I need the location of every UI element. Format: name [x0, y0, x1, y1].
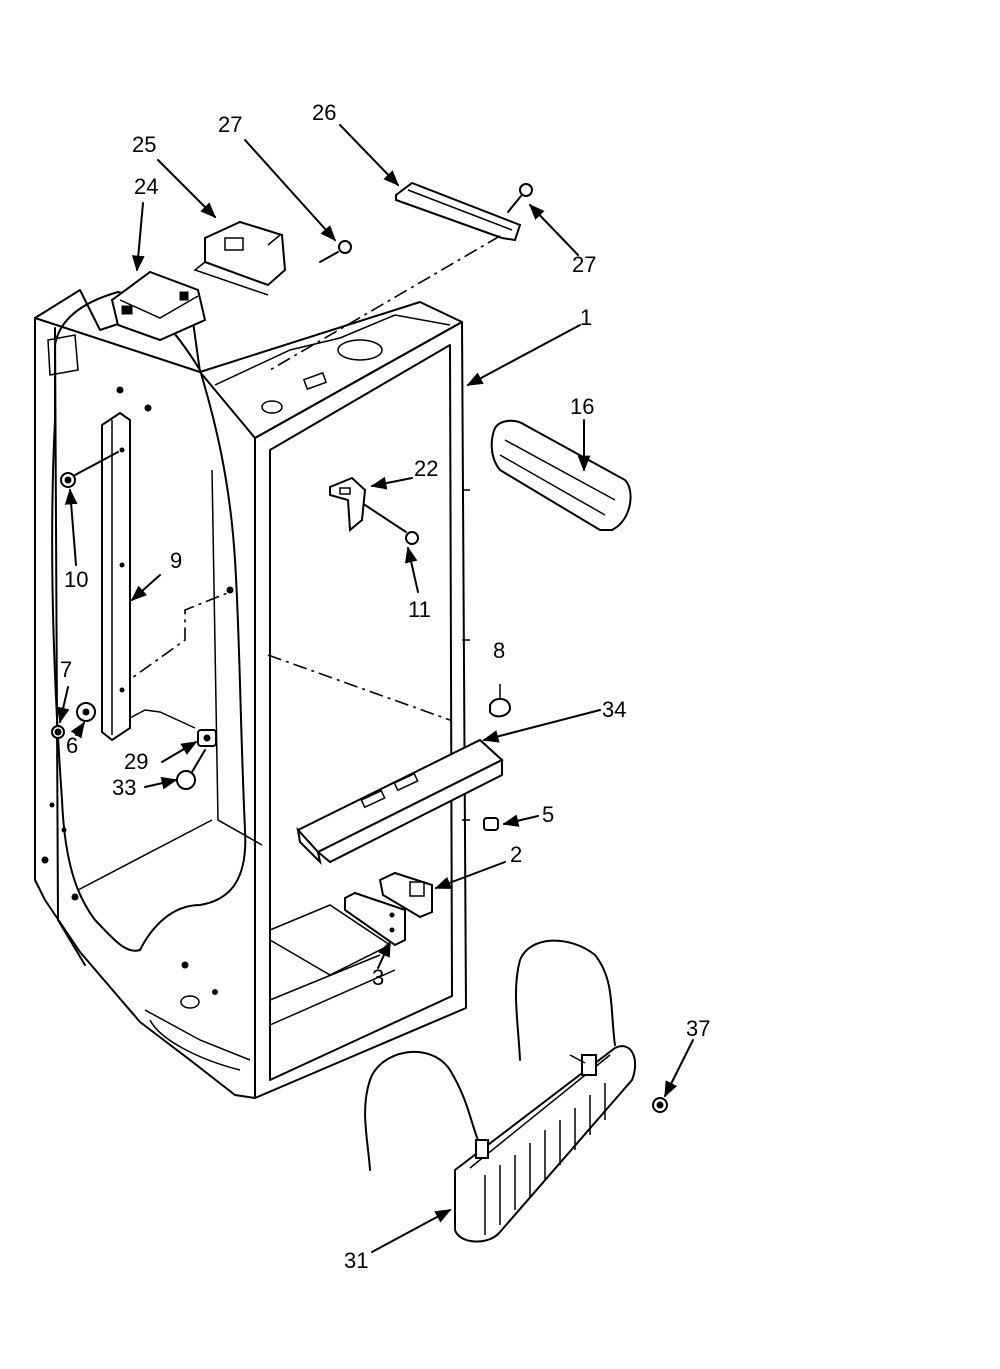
- callout-2: 2: [510, 842, 522, 867]
- callout-11: 11: [408, 597, 431, 622]
- screw-part-7: [51, 725, 65, 739]
- cover-part-34: [296, 738, 504, 866]
- callout-37: 37: [686, 1016, 710, 1041]
- callout-16: 16: [570, 394, 594, 419]
- callout-10: 10: [64, 567, 88, 592]
- bracket-part-22: [329, 476, 367, 533]
- callout-labels: 24 25 27 26 27 1 16 22 11 10 9 8 34 7 6 …: [60, 100, 710, 1273]
- callout-27-right: 27: [572, 252, 596, 277]
- callout-1: 1: [580, 305, 592, 330]
- control-housing-part-24: [110, 270, 207, 342]
- callout-27-top: 27: [218, 112, 242, 137]
- screw-part-11: [364, 504, 419, 545]
- callout-9: 9: [170, 548, 182, 573]
- callout-33: 33: [112, 775, 136, 800]
- screw-part-27-left: [319, 240, 352, 263]
- callout-7: 7: [60, 657, 72, 682]
- callout-31: 31: [344, 1248, 368, 1273]
- callout-8: 8: [493, 638, 505, 663]
- clip-part-8: [489, 684, 512, 718]
- callout-3: 3: [372, 965, 384, 990]
- bulb-part-33: [176, 749, 206, 790]
- rail-part-26: [269, 181, 522, 371]
- cabinet-liner: [34, 289, 470, 1099]
- callout-6: 6: [66, 733, 78, 758]
- screw-part-37: [652, 1097, 668, 1113]
- callout-34: 34: [602, 697, 626, 722]
- grommet-part-5: [483, 817, 499, 831]
- callout-29: 29: [124, 749, 148, 774]
- callout-24: 24: [134, 174, 158, 199]
- screw-part-27-right: [507, 183, 533, 213]
- bracket-part-2: [378, 871, 433, 919]
- screw-part-10: [60, 451, 119, 488]
- fastener-part-6: [76, 702, 96, 722]
- vertical-channel-part-9: [101, 411, 131, 742]
- strap-part-3: [344, 891, 406, 947]
- bracket-part-25: [193, 220, 287, 296]
- leader-lines: [56, 124, 694, 1253]
- callout-22: 22: [414, 456, 438, 481]
- callout-25: 25: [132, 132, 156, 157]
- duct-cover-part-16: [490, 419, 632, 531]
- callout-5: 5: [542, 802, 554, 827]
- heater-assembly-part-31: [364, 939, 637, 1243]
- callout-26: 26: [312, 100, 336, 125]
- socket-part-29: [129, 709, 217, 747]
